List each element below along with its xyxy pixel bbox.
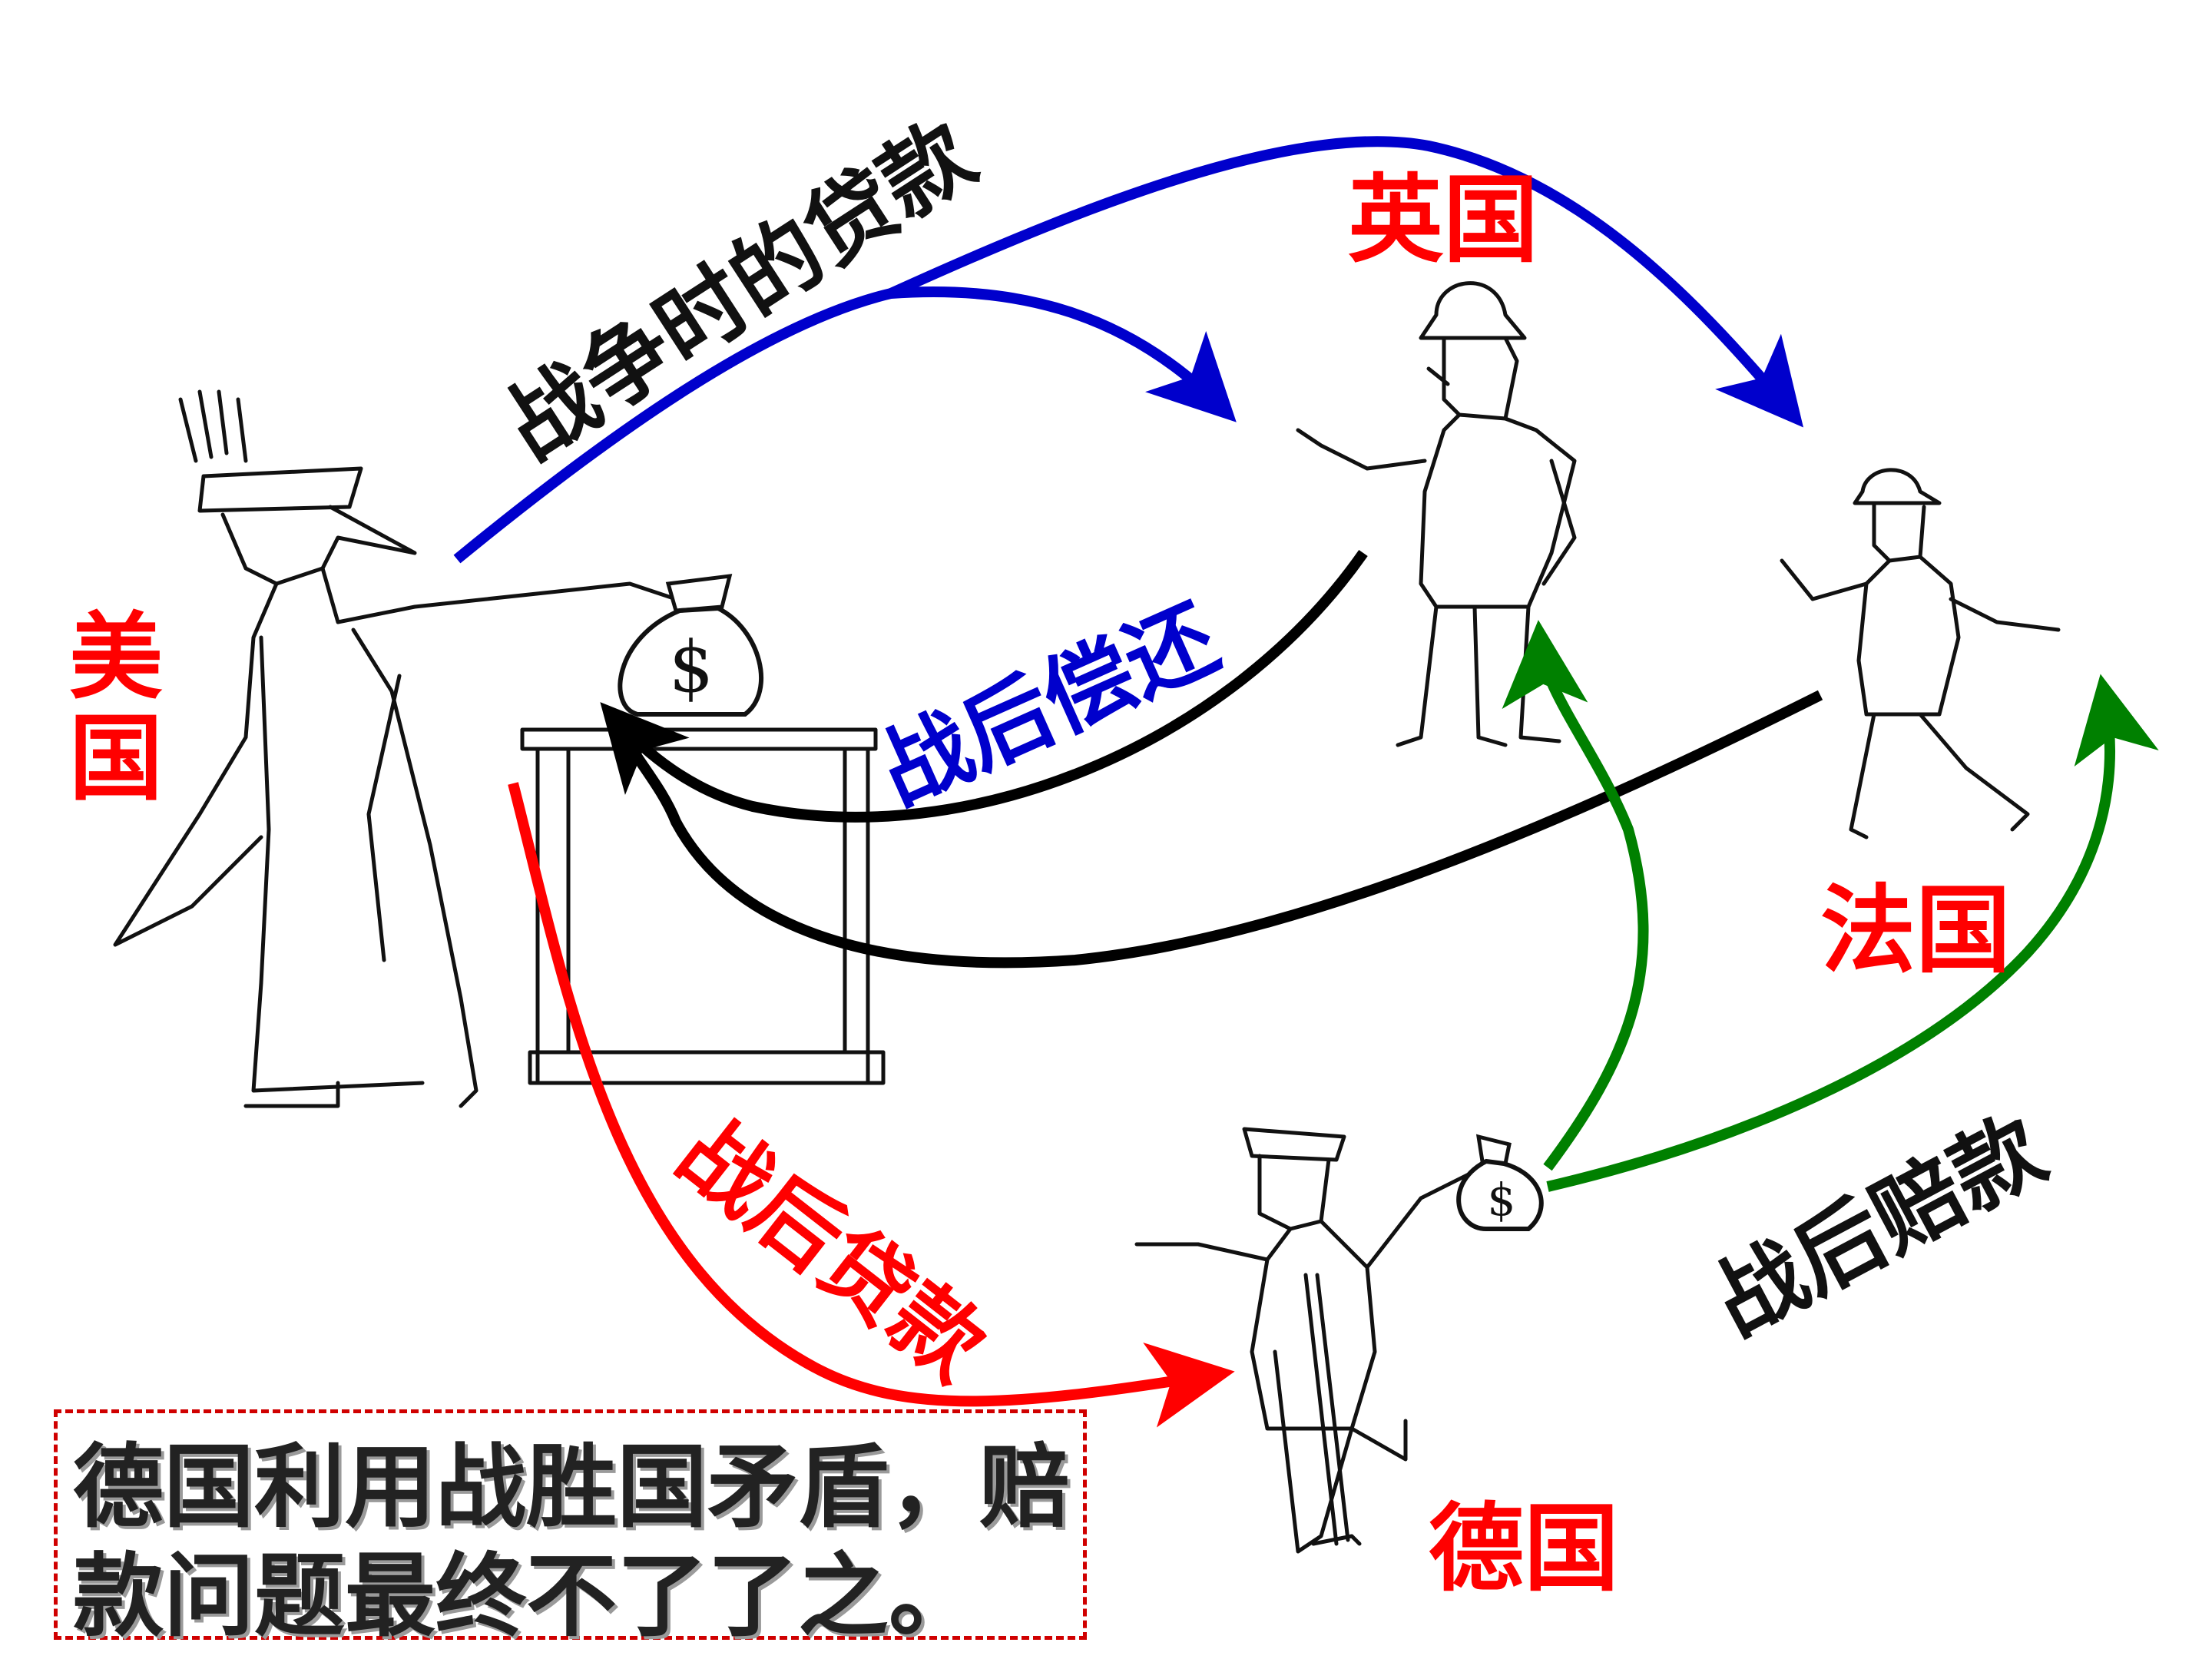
arrow-repayment-britain-to-usa bbox=[600, 549, 1368, 823]
france-figure bbox=[1780, 468, 2061, 839]
germany-money-bag-icon: $ bbox=[1456, 1134, 1544, 1231]
desk bbox=[520, 727, 886, 1085]
note-line-1: 德国利用战胜国矛盾，赔 bbox=[73, 1434, 1071, 1540]
arrow-reparations-germany-to-france bbox=[1546, 674, 2159, 1192]
note-line-2: 款问题最终不了了之。 bbox=[73, 1543, 980, 1649]
country-label-usa: 美国 bbox=[69, 603, 163, 813]
germany-figure bbox=[1134, 1127, 1485, 1554]
note-box bbox=[54, 1409, 1087, 1640]
arrow-war-loans-usa-to-britain bbox=[453, 286, 1237, 564]
arrow-postwar-loans-usa-to-germany bbox=[508, 782, 1235, 1428]
note-text: 德国利用战胜国矛盾，赔 款问题最终不了了之。 bbox=[73, 1432, 1071, 1651]
country-label-britain: 英国 bbox=[1348, 165, 1539, 276]
arrow-reparations-germany-to-britain bbox=[1502, 620, 1649, 1171]
money-bag-icon: $ bbox=[618, 574, 764, 717]
arrow-war-loans-britain-to-france bbox=[889, 136, 1803, 428]
arrow-repayment-france-to-usa bbox=[609, 690, 1823, 969]
money-bag-dollar: $ bbox=[669, 626, 714, 708]
germany-money-bag-dollar: $ bbox=[1488, 1174, 1516, 1226]
country-label-germany: 德国 bbox=[1429, 1494, 1620, 1604]
britain-figure bbox=[1296, 281, 1577, 747]
country-label-france: 法国 bbox=[1820, 876, 2012, 986]
